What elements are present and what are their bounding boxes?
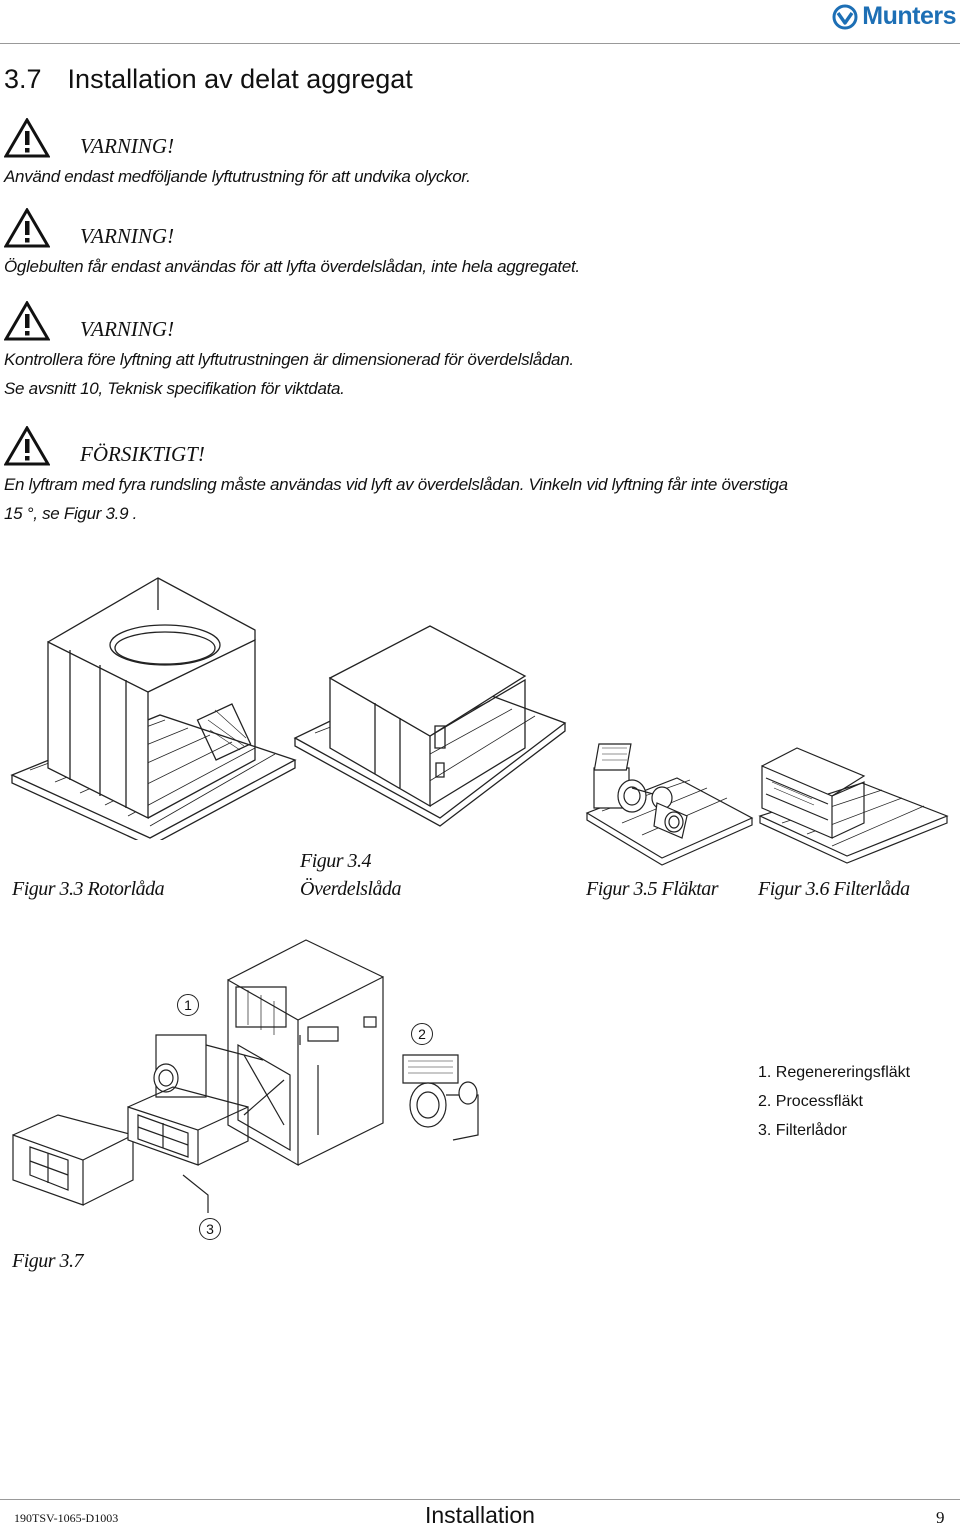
split-unit-assembly-illustration	[8, 935, 493, 1215]
chapter-name: Installation	[425, 1502, 535, 1528]
figure-3-5-caption: Figur 3.5 Fläktar	[586, 878, 719, 900]
figure-3-6-caption: Figur 3.6 Filterlåda	[758, 878, 910, 900]
warning-block-2: VARNING! Öglebulten får endast användas …	[4, 204, 944, 281]
warning-heading: VARNING!	[80, 316, 175, 341]
warning-triangle-icon	[4, 118, 50, 158]
caution-text: En lyftram med fyra rundsling måste anvä…	[4, 475, 788, 494]
munters-logo: Munters	[832, 2, 956, 31]
top-box-illustration	[290, 598, 580, 838]
figure-3-7-caption: Figur 3.7	[12, 1250, 84, 1272]
callout-2: 2	[411, 1023, 433, 1045]
legend-item: 3. Filterlådor	[758, 1122, 847, 1139]
section-number: 3.7	[4, 64, 42, 94]
warning-block-3: VARNING! Kontrollera före lyftning att l…	[4, 297, 944, 403]
figure-3-4-caption-line2: Överdelslåda	[300, 878, 402, 900]
callout-1: 1	[177, 994, 199, 1016]
warning-block-1: VARNING! Använd endast medföljande lyftu…	[4, 114, 944, 191]
callout-3: 3	[199, 1218, 221, 1240]
filter-box-illustration	[752, 738, 957, 868]
figure-3-4-caption-line1: Figur 3.4	[300, 850, 372, 872]
figure-legend: 1. Regenereringsfläkt 2. Processfläkt 3.…	[758, 1058, 910, 1145]
document-id: 190TSV-1065-D1003	[14, 1511, 119, 1525]
section-heading: 3.7 Installation av delat aggregat	[4, 64, 413, 95]
caution-heading: FÖRSIKTIGT!	[80, 441, 205, 466]
warning-triangle-icon	[4, 301, 50, 341]
caution-text: 15 °, se Figur 3.9 .	[4, 504, 138, 523]
warning-heading: VARNING!	[80, 133, 175, 158]
warning-text: Se avsnitt 10, Teknisk specifikation för…	[4, 379, 345, 398]
warning-text: Öglebulten får endast användas för att l…	[4, 257, 580, 276]
legend-item: 1. Regenereringsfläkt	[758, 1064, 911, 1081]
warning-text: Använd endast medföljande lyftutrustning…	[4, 167, 471, 186]
warning-triangle-icon	[4, 426, 50, 466]
footer-rule	[0, 1499, 960, 1500]
header-rule	[0, 43, 960, 44]
caution-block: FÖRSIKTIGT! En lyftram med fyra rundslin…	[4, 422, 944, 528]
section-title: Installation av delat aggregat	[67, 64, 413, 94]
warning-triangle-icon	[4, 208, 50, 248]
figure-3-3-caption: Figur 3.3 Rotorlåda	[12, 878, 165, 900]
page-number: 9	[936, 1508, 945, 1527]
munters-logo-icon	[832, 4, 858, 29]
fans-illustration	[582, 738, 757, 868]
brand-name: Munters	[862, 2, 956, 30]
warning-heading: VARNING!	[80, 223, 175, 248]
warning-text: Kontrollera före lyftning att lyftutrust…	[4, 350, 574, 369]
rotor-box-illustration	[10, 570, 300, 840]
legend-item: 2. Processfläkt	[758, 1093, 863, 1110]
